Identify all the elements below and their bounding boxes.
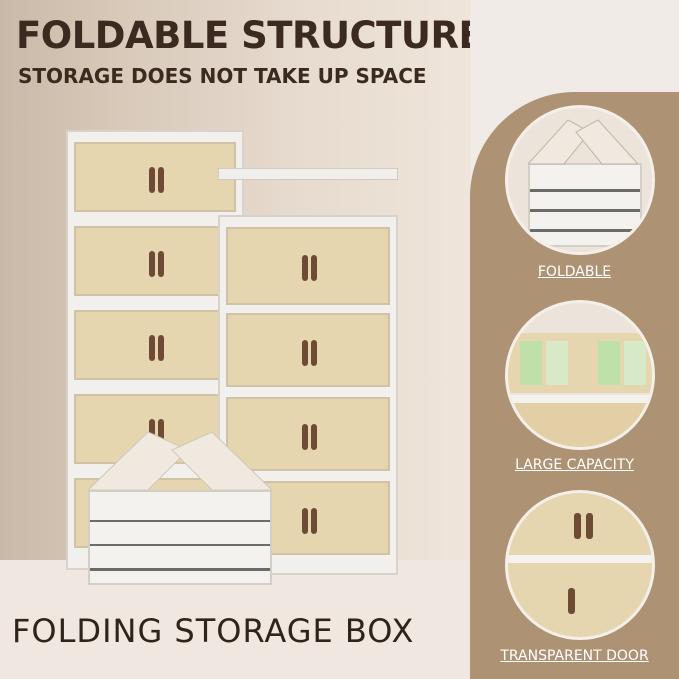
shelf-board [218, 168, 398, 180]
feature-label-capacity: LARGE CAPACITY [515, 457, 634, 473]
folded-box-stack [88, 490, 272, 585]
feature-photo-capacity [505, 300, 655, 450]
folded-box-lid [88, 431, 272, 491]
storage-unit [74, 142, 236, 212]
feature-photo-transparent-door [505, 490, 655, 640]
main-title: FOLDABLE STRUCTURE [16, 14, 484, 57]
product-name: FOLDING STORAGE BOX [12, 612, 415, 650]
storage-unit [226, 227, 390, 305]
short-cabinet [218, 215, 398, 575]
feature-label-foldable: FOLDABLE [537, 264, 612, 280]
storage-unit [226, 313, 390, 387]
feature-label-transparent-door: TRANSPARENT DOOR [500, 648, 649, 664]
storage-unit [74, 226, 236, 296]
feature-photo-foldable [505, 105, 655, 255]
storage-unit [74, 310, 236, 380]
subtitle: STORAGE DOES NOT TAKE UP SPACE [18, 64, 427, 88]
storage-unit [226, 397, 390, 471]
